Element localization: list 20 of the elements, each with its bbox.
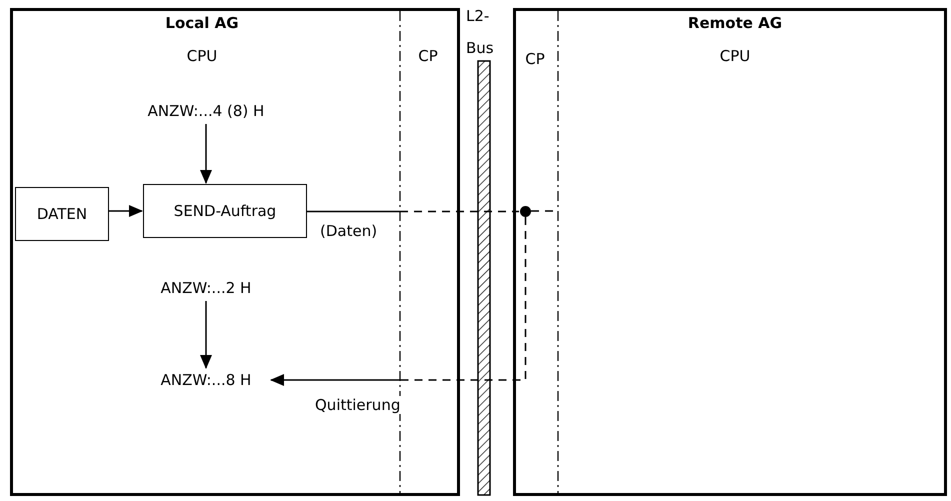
section-label: CP	[525, 50, 545, 68]
process-box: DATEN	[15, 187, 109, 241]
junction-dot	[520, 206, 531, 217]
arrow	[270, 217, 526, 386]
section-label: CPU	[720, 47, 750, 65]
process-box: SEND-Auftrag	[143, 184, 307, 238]
section-label: CP	[418, 47, 438, 65]
status-text: ANZW:...8 H	[142, 369, 270, 391]
status-text: ANZW:...4 (8) H	[130, 100, 282, 122]
device-frame	[10, 8, 460, 496]
status-text: ANZW:...2 H	[145, 277, 267, 299]
section-label: CPU	[186, 47, 218, 65]
bus-label: L2- Bus	[466, 6, 495, 59]
device-frame	[513, 8, 947, 496]
device-title: Remote AG	[688, 14, 782, 32]
edge-label: Quittierung	[313, 396, 402, 414]
arrow	[200, 124, 212, 184]
device-title: Local AG	[165, 14, 239, 32]
arrow	[109, 205, 143, 217]
arrow	[200, 301, 212, 369]
